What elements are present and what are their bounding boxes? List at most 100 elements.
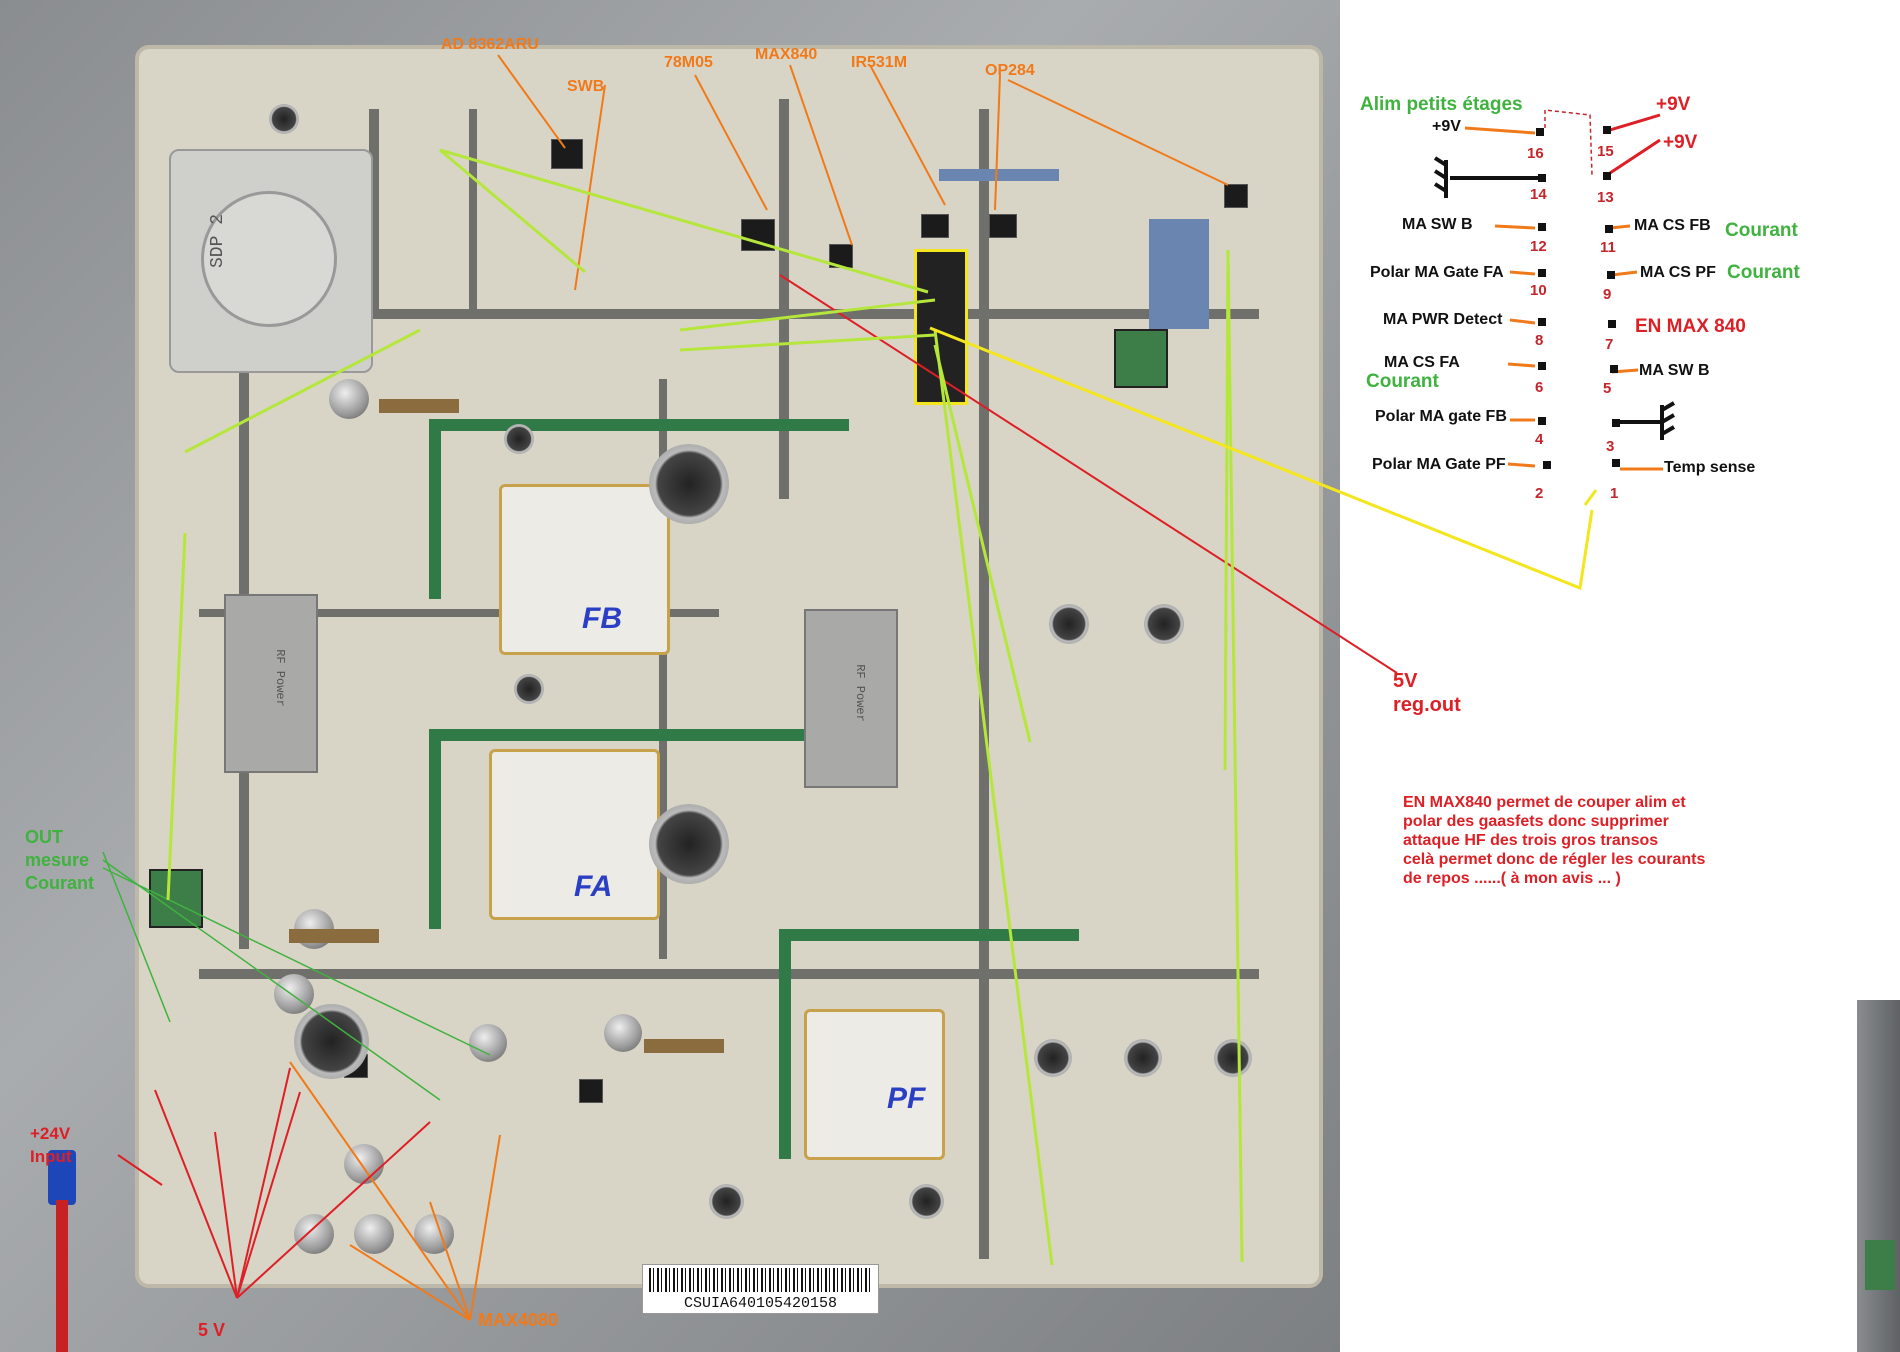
pin16-number: 16 bbox=[1527, 145, 1544, 162]
pin5-label: MA SW B bbox=[1639, 362, 1710, 379]
pcb-pad bbox=[429, 419, 849, 431]
sma-connector bbox=[1114, 329, 1168, 388]
pin12-number: 12 bbox=[1530, 238, 1547, 255]
pin10-number: 10 bbox=[1530, 282, 1547, 299]
pin1-number: 1 bbox=[1610, 485, 1619, 502]
input-wire bbox=[56, 1200, 68, 1352]
screw-hole bbox=[1049, 604, 1089, 644]
pcb-trace bbox=[779, 99, 789, 499]
note-line: EN MAX840 permet de couper alim et bbox=[1403, 794, 1686, 811]
label-ir531m: IR531M bbox=[851, 54, 908, 71]
label-plus9v-13: +9V bbox=[1663, 132, 1698, 153]
pin14-number: 14 bbox=[1530, 186, 1547, 203]
capacitor bbox=[604, 1014, 642, 1052]
smd-resistor-row bbox=[379, 399, 459, 413]
input-connector bbox=[48, 1150, 76, 1205]
label-op284: OP284 bbox=[985, 62, 1035, 79]
pin4-label: Polar MA gate FB bbox=[1375, 408, 1507, 425]
pin8-label: MA PWR Detect bbox=[1383, 311, 1503, 328]
label-input-24v: +24V Input bbox=[30, 1124, 72, 1166]
label-out-mesure: OUT mesure Courant bbox=[25, 827, 94, 893]
pin13-number: 13 bbox=[1597, 189, 1614, 206]
pcb-trace bbox=[659, 379, 667, 959]
pin11-number: 11 bbox=[1600, 239, 1616, 256]
smd-resistor-row bbox=[289, 929, 379, 943]
rf-power-module: RF Power bbox=[804, 609, 898, 788]
pin4-number: 4 bbox=[1535, 431, 1544, 448]
screw-hole bbox=[514, 674, 544, 704]
mount-hole bbox=[649, 444, 729, 524]
pin-4 bbox=[1538, 417, 1546, 425]
chip-max4080 bbox=[579, 1079, 603, 1103]
pcb-trace bbox=[369, 109, 379, 309]
smd-resistor-row bbox=[644, 1039, 724, 1053]
screw-hole bbox=[1034, 1039, 1072, 1077]
barcode-text: CSUIA640105420158 bbox=[683, 1295, 838, 1312]
pcb-photo: SDP 2 RF Power RF Power FB FA PF bbox=[0, 0, 1340, 1352]
pcb-trace bbox=[199, 969, 1259, 979]
pin2-number: 2 bbox=[1535, 485, 1544, 502]
pin9-label: MA CS PF bbox=[1640, 264, 1716, 281]
label-courant-6: Courant bbox=[1366, 371, 1439, 392]
pin11-label: MA CS FB bbox=[1634, 217, 1711, 234]
screw-hole bbox=[909, 1184, 944, 1219]
label-5v-reg-out: 5V reg.out bbox=[1393, 670, 1461, 716]
pin5-number: 5 bbox=[1603, 380, 1612, 397]
screw-hole bbox=[1214, 1039, 1252, 1077]
mount-hole bbox=[294, 1004, 369, 1079]
pin-9 bbox=[1607, 271, 1615, 279]
pin-15 bbox=[1603, 126, 1611, 134]
note-line: celà permet donc de régler les courants bbox=[1403, 851, 1706, 868]
capacitor bbox=[414, 1214, 454, 1254]
pcb-pad bbox=[429, 419, 441, 599]
pin-10 bbox=[1538, 269, 1546, 277]
photo-fragment bbox=[1857, 1000, 1900, 1352]
pin-7 bbox=[1608, 320, 1616, 328]
pin6-label: MA CS FA bbox=[1384, 354, 1460, 371]
explanatory-note: EN MAX840 permet de couper alim et polar… bbox=[1403, 793, 1743, 888]
pcb-pad bbox=[429, 729, 849, 741]
pcb-pad bbox=[779, 929, 791, 1159]
capacitor bbox=[329, 379, 369, 419]
connector-title: Alim petits étages bbox=[1360, 94, 1523, 115]
note-line: de repos ......( à mon avis ... ) bbox=[1403, 870, 1621, 887]
pcb-trace bbox=[979, 109, 989, 1259]
label-ad8362: AD 8362ARU bbox=[441, 36, 539, 53]
capacitor bbox=[294, 1214, 334, 1254]
screw-hole bbox=[1144, 604, 1184, 644]
pin-8 bbox=[1538, 318, 1546, 326]
pin2-label: Polar MA Gate PF bbox=[1372, 456, 1506, 473]
pcb-pad bbox=[429, 729, 441, 929]
rf-power-module: RF Power bbox=[224, 594, 318, 773]
label-swb: SWB bbox=[567, 78, 605, 95]
pcb-trace bbox=[199, 309, 1259, 319]
pcb-trace bbox=[199, 609, 719, 617]
chip-op284-b bbox=[1224, 184, 1248, 208]
screw-hole bbox=[709, 1184, 744, 1219]
capacitor bbox=[469, 1024, 507, 1062]
screw-hole bbox=[1124, 1039, 1162, 1077]
capacitor bbox=[354, 1214, 394, 1254]
mount-hole bbox=[649, 804, 729, 884]
transistor-fa: FA bbox=[489, 749, 660, 920]
pcb-pad bbox=[779, 929, 1079, 941]
label-plus9v-15: +9V bbox=[1656, 94, 1691, 115]
pf-label: PF bbox=[887, 1082, 926, 1115]
pin10-label: Polar MA Gate FA bbox=[1370, 264, 1504, 281]
pin-14 bbox=[1538, 174, 1546, 182]
pin-3 bbox=[1612, 419, 1620, 427]
fb-label: FB bbox=[582, 602, 622, 635]
pcb-board: SDP 2 RF Power RF Power FB FA PF bbox=[135, 45, 1323, 1314]
screw-hole bbox=[504, 424, 534, 454]
pin12-label: MA SW B bbox=[1402, 216, 1473, 233]
label-78m05: 78M05 bbox=[664, 54, 713, 71]
pin-13 bbox=[1603, 172, 1611, 180]
chip-ad8362 bbox=[551, 139, 583, 169]
smd-resistor-block bbox=[1149, 219, 1209, 329]
label-courant-9: Courant bbox=[1727, 262, 1800, 283]
isolator: SDP 2 bbox=[169, 149, 373, 373]
label-courant-11: Courant bbox=[1725, 220, 1798, 241]
pin9-number: 9 bbox=[1603, 286, 1612, 303]
note-line: polar des gaasfets donc supprimer bbox=[1403, 813, 1669, 830]
